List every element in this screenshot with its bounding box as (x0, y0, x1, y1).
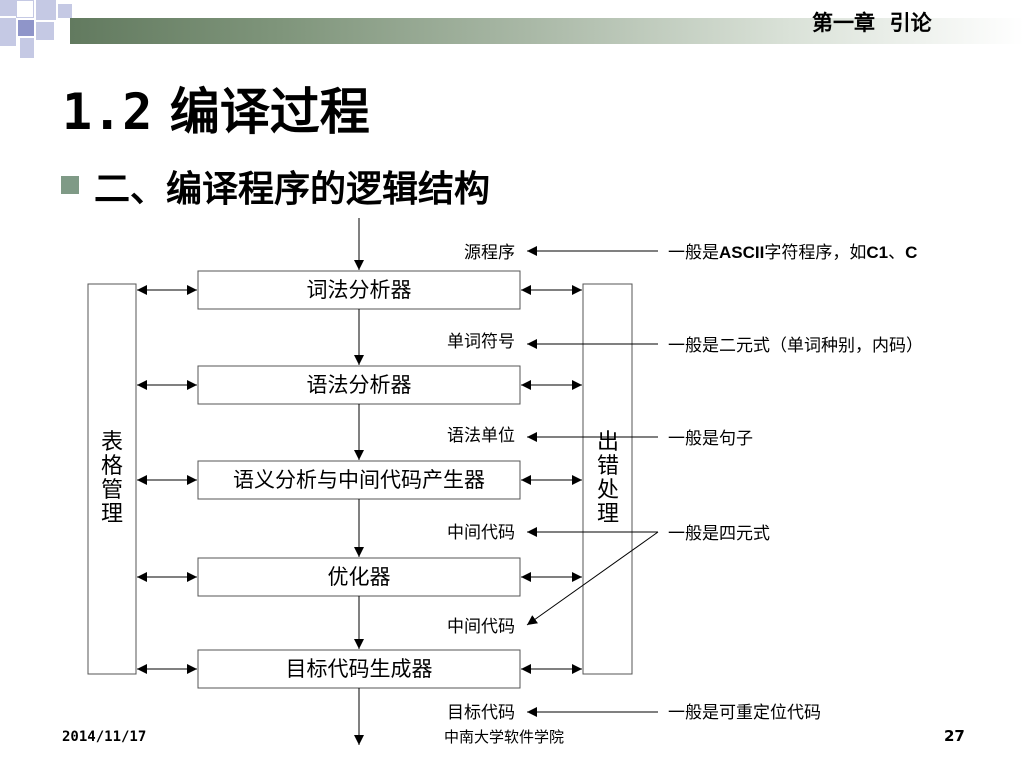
table-manager-label: 表 格 管 理 (101, 430, 123, 527)
decor-square (36, 22, 54, 40)
note-arrow (526, 531, 659, 626)
svg-text:格: 格 (101, 454, 123, 479)
note-target: 一般是可重定位代码 (668, 703, 821, 723)
title-number: 1.2 (62, 83, 153, 141)
decor-square (16, 0, 34, 18)
decor-square (0, 18, 16, 46)
data-label-target: 目标代码 (447, 703, 515, 723)
decor-square (0, 0, 16, 16)
stage-parser: 语法分析器 (197, 365, 521, 405)
stage-codegen: 目标代码生成器 (197, 649, 521, 689)
svg-text:理: 理 (597, 502, 619, 527)
section-subtitle: 二、编译程序的逻辑结构 (94, 169, 491, 210)
table-manager-box (87, 283, 137, 675)
page-number: 27 (944, 727, 965, 745)
data-label-source: 源程序 (464, 243, 515, 263)
chapter-label: 第一章 引论 (812, 10, 932, 35)
footer-school: 中南大学软件学院 (444, 728, 565, 746)
svg-text:出: 出 (597, 430, 619, 455)
decor-square (58, 4, 72, 18)
header-gradient-bar (70, 18, 1024, 44)
data-label-syntax-units: 语法单位 (447, 426, 515, 446)
svg-text:处: 处 (597, 478, 619, 503)
data-label-ir-optimized: 中间代码 (447, 617, 515, 637)
svg-text:语法分析器: 语法分析器 (307, 373, 412, 397)
note-syntax: 一般是句子 (668, 429, 753, 449)
svg-text:目标代码生成器: 目标代码生成器 (286, 657, 433, 681)
svg-text:错: 错 (597, 454, 619, 479)
decor-square (36, 0, 56, 20)
decor-square (18, 20, 34, 36)
svg-text:优化器: 优化器 (328, 565, 391, 589)
error-handler-label: 出 错 处 理 (597, 430, 619, 527)
decor-square (20, 38, 34, 58)
svg-text:语义分析与中间代码产生器: 语义分析与中间代码产生器 (233, 468, 485, 492)
svg-text:词法分析器: 词法分析器 (307, 278, 412, 302)
note-source: 一般是ASCII字符程序，如C1、C (668, 243, 917, 263)
note-tokens: 一般是二元式（单词种别，内码） (668, 336, 923, 356)
svg-text:表: 表 (101, 430, 123, 455)
data-label-tokens: 单词符号 (447, 332, 515, 352)
footer-date: 2014/11/17 (62, 729, 147, 745)
note-ir: 一般是四元式 (668, 524, 770, 544)
title-text: 编译过程 (169, 83, 370, 141)
error-handler-box (582, 283, 633, 675)
bullet-square-icon (61, 176, 79, 194)
stage-semantic-ir: 语义分析与中间代码产生器 (197, 460, 521, 500)
svg-text:理: 理 (101, 502, 123, 527)
data-label-ir: 中间代码 (447, 523, 515, 543)
stage-lexer: 词法分析器 (197, 270, 521, 310)
stage-optimizer: 优化器 (197, 557, 521, 597)
page-title: 1.2 编译过程 (62, 72, 370, 144)
svg-text:管: 管 (101, 478, 123, 503)
